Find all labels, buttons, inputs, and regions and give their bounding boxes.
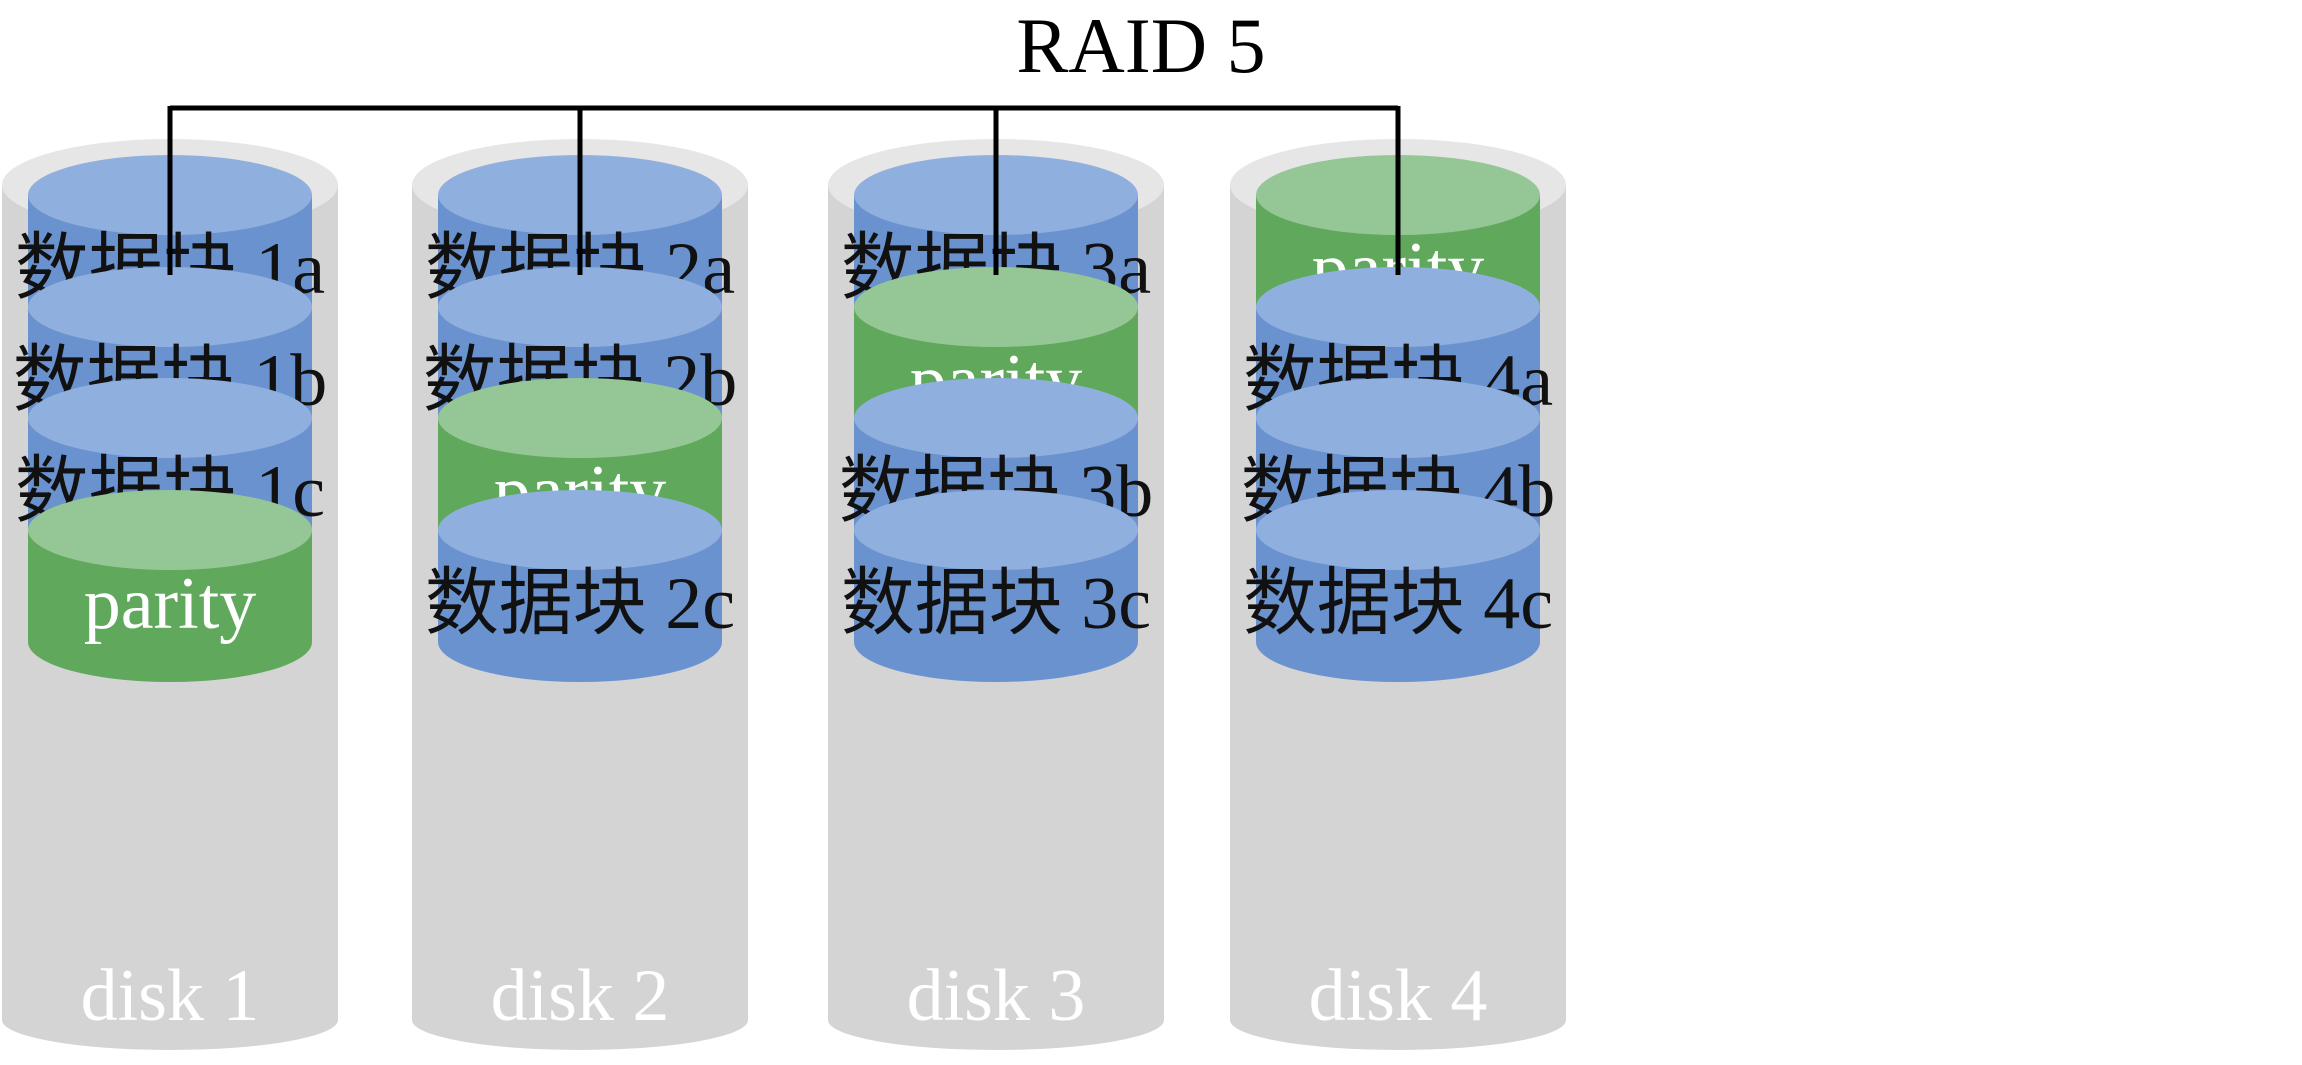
- data-block: 数据块 3c: [841, 490, 1151, 682]
- block-top: [438, 490, 722, 570]
- raid-bus: [167, 105, 1401, 275]
- block-top: [1256, 378, 1540, 458]
- block-top: [1256, 490, 1540, 570]
- data-block: 数据块 2c: [425, 490, 735, 682]
- diagram-title: RAID 5: [1016, 2, 1265, 89]
- data-block-label: 数据块 4c: [1243, 563, 1553, 645]
- block-body: [1256, 530, 1540, 682]
- parity-label: parity: [84, 563, 257, 645]
- block-body: [438, 530, 722, 682]
- block-top: [1256, 267, 1540, 347]
- block-top: [854, 378, 1138, 458]
- block-top: [28, 378, 312, 458]
- block-top: [438, 378, 722, 458]
- block-body: [28, 530, 312, 682]
- disk-label: disk 1: [81, 955, 260, 1037]
- block-top: [28, 267, 312, 347]
- data-block-label: 数据块 2c: [425, 563, 735, 645]
- data-block: 数据块 4c: [1243, 490, 1553, 682]
- disk-label: disk 2: [491, 955, 670, 1037]
- block-body: [854, 530, 1138, 682]
- data-block-label: 数据块 3c: [841, 563, 1151, 645]
- block-top: [28, 490, 312, 570]
- parity-block: parity: [28, 490, 312, 682]
- block-top: [854, 490, 1138, 570]
- disk-label: disk 4: [1309, 955, 1488, 1037]
- block-top: [854, 267, 1138, 347]
- disk-label: disk 3: [907, 955, 1086, 1037]
- block-top: [438, 267, 722, 347]
